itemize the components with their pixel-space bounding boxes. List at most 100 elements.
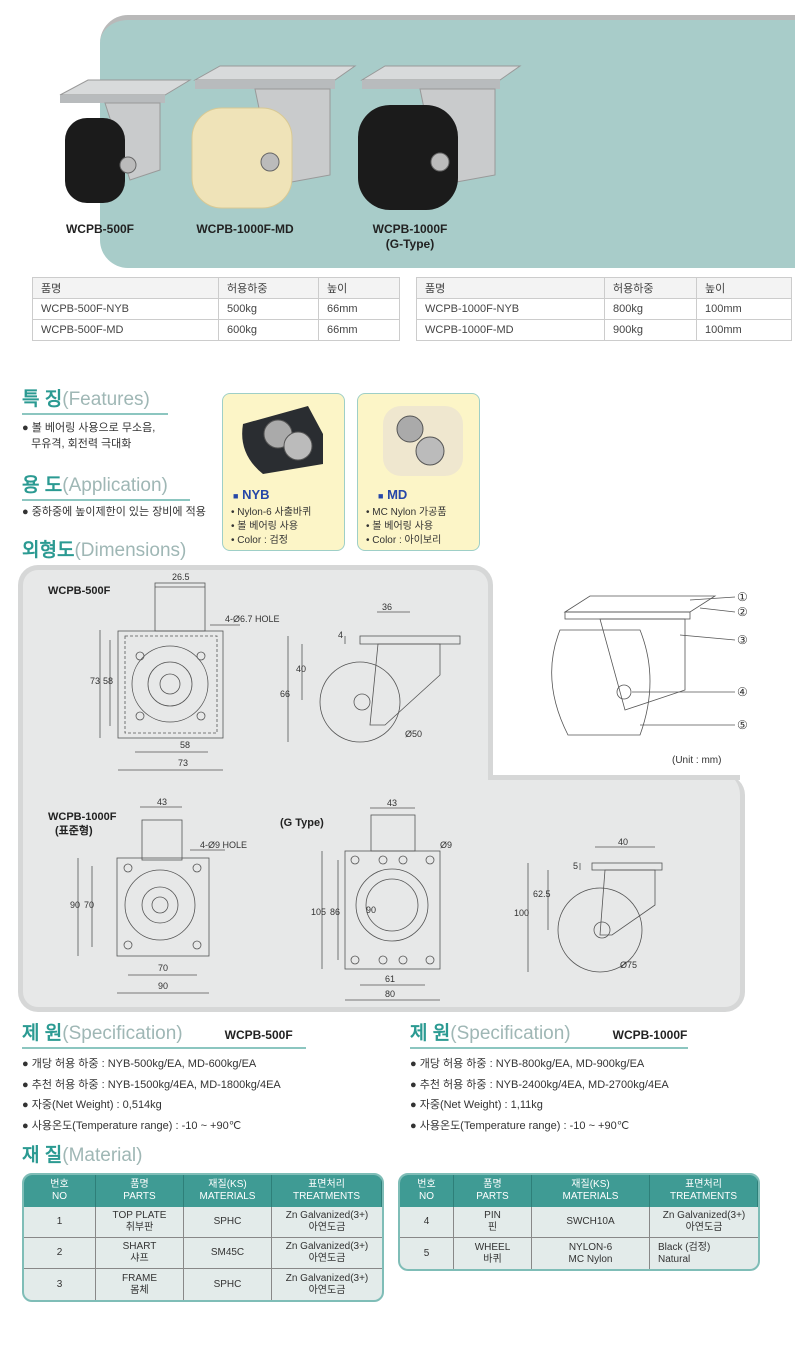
circle <box>124 869 196 941</box>
line <box>699 607 736 613</box>
cell: 900kg <box>604 319 697 341</box>
rect <box>60 95 165 103</box>
dim-label: 90 <box>158 981 168 991</box>
rect <box>154 582 206 632</box>
td: Zn Galvanized(3+)아연도금 <box>650 1207 758 1238</box>
cell: 800kg <box>604 298 697 320</box>
dimension-panel-500f <box>18 565 493 790</box>
text-material-headers-2-1: MATERIALS <box>562 1191 619 1202</box>
cell: WCPB-500F-MD <box>32 319 219 341</box>
text-material-right_rows-1-0: 5 <box>400 1238 454 1269</box>
text-specs-0-items-1: 추천 허용 하중 : NYB-1500kg/4EA, MD-1800kg/4EA <box>31 1078 281 1091</box>
line <box>689 596 736 601</box>
rect <box>358 105 458 210</box>
circle <box>135 711 145 721</box>
dim-label: 26.5 <box>172 572 190 582</box>
rect <box>564 611 691 620</box>
text-material-title_en: (Material) <box>62 1145 143 1166</box>
dim-label: 5 <box>573 861 578 871</box>
circle <box>355 868 429 942</box>
rect <box>362 80 500 89</box>
circle <box>192 863 202 873</box>
text-material-title_ko: 재 질 <box>22 1145 63 1166</box>
dim-label: 90 <box>366 905 376 915</box>
text-features-title_ko: 특 징 <box>22 389 63 410</box>
drawing-title: WCPB-1000F <box>48 811 117 823</box>
text-specs-1-model: WCPB-1000F <box>612 1028 688 1042</box>
text-wheel_types-1-lines-2: Color : 아이보리 <box>372 535 442 546</box>
cell: WCPB-1000F-NYB <box>416 298 605 320</box>
text-material-headers-2-0: 재질(KS) <box>208 1179 247 1190</box>
text-material-headers-1-1: PARTS <box>123 1191 156 1202</box>
dimension-panel-1000f <box>18 775 745 1012</box>
part-number-callouts: ① ② ③ ④ ⑤ <box>737 590 748 732</box>
text-material-right_rows-0-0: 4 <box>400 1207 454 1238</box>
text-specs-1-items-3: 사용온도(Temperature range) : -10 ~ +90℃ <box>419 1119 630 1132</box>
path <box>369 643 441 726</box>
col-header: 허용하중 <box>218 277 319 299</box>
text-material-headers-0-1: NO <box>419 1191 434 1202</box>
circle <box>353 693 371 711</box>
text-material-left_rows-2-1: FRAME <box>122 1272 157 1284</box>
col-header: 높이 <box>696 277 792 299</box>
text-material-right_rows-0-3: SWCH10A <box>532 1207 650 1238</box>
circle <box>319 661 401 743</box>
cell: 100mm <box>696 319 792 341</box>
features-heading: 특 징(Features) <box>22 384 168 415</box>
spec-heading-500f: 제 원(Specification)WCPB-500F <box>22 1018 306 1049</box>
circle <box>415 436 445 466</box>
text-specs-0-title_ko: 제 원 <box>22 1023 63 1044</box>
unit-label: (Unit : mm) <box>672 755 721 766</box>
cell: 66mm <box>318 298 400 320</box>
rect <box>141 819 183 861</box>
wheel-type-name: ■ NYB <box>233 487 344 502</box>
text-material-headers-1-0: 품명 <box>483 1179 502 1190</box>
dim-label: Ø75 <box>620 960 637 970</box>
caster-1000f-g-image <box>358 65 522 210</box>
dim-label: 90 <box>70 900 80 910</box>
text-material-left_rows-2-2: 몸체 <box>130 1284 149 1296</box>
text-specs-0-items-2: 자중(Net Weight) : 0,514kg <box>31 1099 162 1111</box>
part-number: ② <box>737 605 748 619</box>
dim-label: 70 <box>158 963 168 973</box>
text-dimensions-title_ko: 외형도 <box>22 540 75 561</box>
polygon <box>563 595 717 613</box>
circle <box>196 711 206 721</box>
dim-label: 100 <box>514 908 529 918</box>
rect <box>359 635 461 645</box>
wheel-card-nyb: ■ NYB • Nylon-6 사출바퀴• 볼 베어링 사용• Color : … <box>222 393 345 551</box>
dim-label: 66 <box>280 689 290 699</box>
text-material-left_rows-2-6: 아연도금 <box>308 1284 346 1296</box>
application-text: ● 중하중에 높이제한이 있는 장비에 적용 <box>22 506 206 518</box>
circle <box>159 673 181 695</box>
caster-1000f-md-image <box>191 65 357 209</box>
text-wheel_types-0-lines-0: Nylon-6 사출바퀴 <box>237 507 312 518</box>
text-features-title_en: (Features) <box>62 389 150 410</box>
part-number: ⑤ <box>737 718 748 732</box>
dim-label: 86 <box>330 907 340 917</box>
div: ● 개당 허용 하중 : NYB-500kg/EA, MD-600kg/EA <box>22 1058 257 1070</box>
text-material-left_rows-0-0: 1 <box>24 1207 96 1238</box>
dim-label: 43 <box>157 797 167 807</box>
rect <box>124 635 218 734</box>
text-material-left_rows-1-1: SHART <box>122 1241 157 1252</box>
td: Zn Galvanized(3+)아연도금 <box>272 1269 382 1300</box>
dimension-drawings: WCPB-500F 26.5 4-Ø6.7 HOLE 73 58 58 73 3… <box>48 572 748 1001</box>
path <box>599 869 656 936</box>
text-wheel_types-1-lines-0: MC Nylon 가공품 <box>372 507 447 518</box>
part-number: ④ <box>737 685 748 699</box>
circle <box>378 855 388 865</box>
text-dimensions-title_en: (Dimensions) <box>74 540 187 561</box>
text-material-left_rows-2-5: Zn Galvanized(3+) <box>285 1272 369 1284</box>
